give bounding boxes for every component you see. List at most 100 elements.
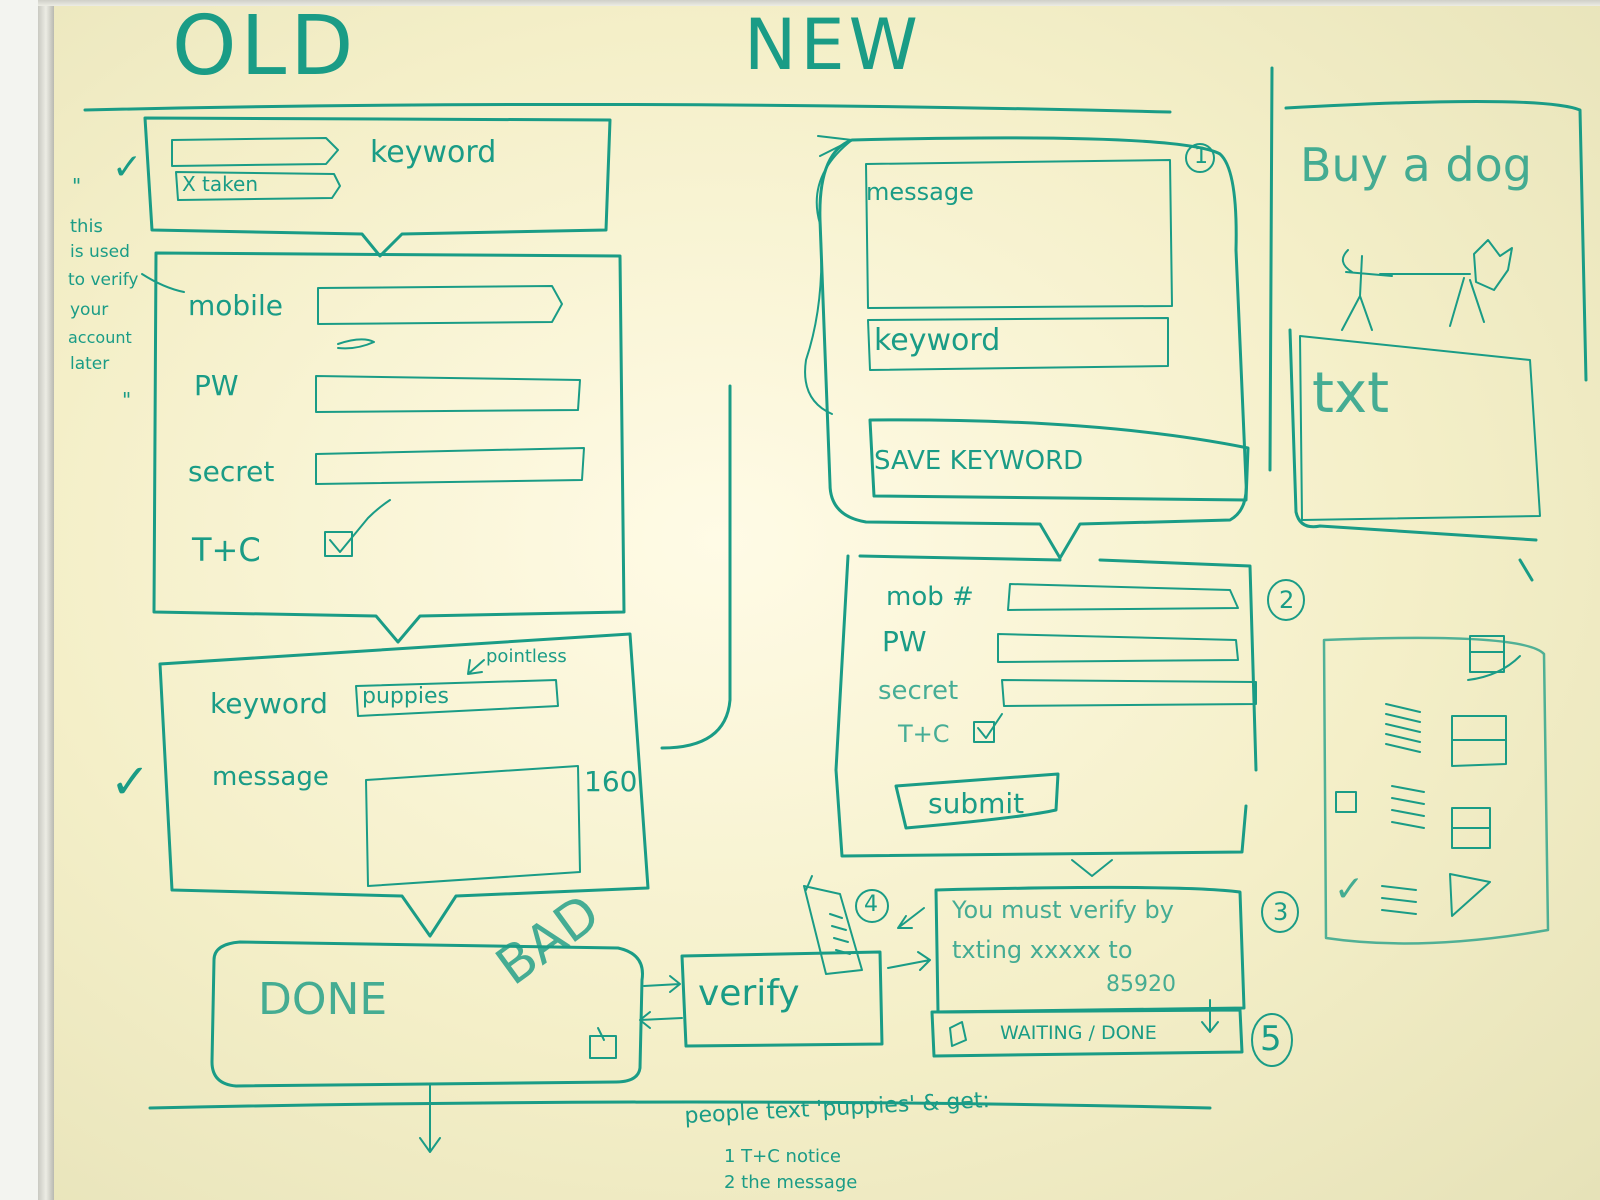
step-2-number: 2 — [1279, 586, 1295, 614]
save-keyword-button: SAVE KEYWORD — [874, 446, 1084, 476]
bad-icon — [589, 1027, 617, 1059]
dog-list-panel — [1322, 636, 1550, 945]
txt-box-label: txt — [1312, 361, 1390, 426]
verify-arrow-in — [643, 975, 681, 993]
txt-box — [1299, 335, 1541, 521]
tc2-label: T+C — [898, 720, 950, 748]
side-note-line-3: is used — [70, 242, 130, 262]
list-lock-icon — [1467, 655, 1521, 681]
keyword-field-box — [867, 317, 1169, 371]
list-thumb-2 — [1451, 715, 1507, 767]
tc-checkbox — [324, 531, 353, 557]
dog-panel-box — [1284, 99, 1588, 582]
list-text-2 — [1391, 785, 1425, 829]
mob-field — [1007, 583, 1239, 611]
done-label: DONE — [258, 974, 388, 1025]
save-keyword-button-box — [868, 418, 1250, 502]
tc-check — [329, 499, 391, 553]
header-divider — [83, 102, 1172, 114]
side-note-line-8: " — [122, 388, 132, 412]
new-step1-return-arrow — [804, 135, 853, 415]
message-field-text: message — [866, 178, 974, 206]
secret2-label: secret — [878, 676, 959, 706]
waiting-icon — [949, 999, 1219, 1047]
note-pointer — [141, 273, 185, 293]
side-note-line-6: account — [68, 328, 132, 347]
column-divider — [1268, 66, 1274, 472]
keyword-field-text: keyword — [874, 323, 1001, 358]
old-tick-message: ✓ — [110, 754, 151, 810]
mobile-squiggle — [337, 338, 375, 350]
mob-label: mob # — [886, 582, 974, 612]
list-camera-icon — [1335, 791, 1357, 813]
pw2-field — [997, 633, 1239, 663]
step-1-number: 1 — [1194, 144, 1208, 169]
list-thumb-3 — [1451, 807, 1491, 849]
step2-down-arrow — [1071, 859, 1113, 877]
list-thumb-4 — [1449, 873, 1491, 917]
waiting-bar — [930, 1008, 1244, 1058]
new-step3-box — [934, 885, 1246, 1014]
board-frame-left — [38, 0, 54, 1200]
mobile-label: mobile — [188, 289, 283, 322]
pointless-arrow — [467, 659, 485, 675]
message-label: message — [212, 762, 329, 792]
pw-label: PW — [194, 369, 239, 402]
keyword-value-field — [355, 679, 559, 717]
old-signup-box — [152, 251, 626, 644]
pointless-note: pointless — [486, 646, 567, 667]
verify-message-line-3: 85920 — [1106, 972, 1176, 997]
dog-drawing — [1379, 239, 1513, 327]
old-keyword-label: keyword — [370, 135, 497, 170]
old-keyword-box — [143, 116, 612, 258]
old-keyword-label-2: keyword — [210, 687, 328, 720]
side-note-line-1: " — [72, 174, 82, 198]
verify-label: verify — [698, 973, 800, 1014]
secret-field — [315, 447, 585, 485]
flow-down-arrow — [419, 1083, 441, 1153]
side-note-line-7: later — [70, 354, 110, 374]
old-done-box — [210, 940, 644, 1088]
list-thumb-1 — [1469, 635, 1505, 673]
footer-line-3: 2 the message — [724, 1172, 858, 1193]
dog-list-tick: ✓ — [1334, 869, 1365, 910]
side-note-line-5: your — [70, 300, 109, 320]
list-text-1 — [1385, 703, 1421, 753]
verify-box — [680, 950, 884, 1048]
footer-rule — [148, 1100, 1212, 1110]
board-frame-top — [38, 0, 1600, 6]
heading-old: OLD — [172, 0, 358, 94]
verify-message-line-1: You must verify by — [952, 896, 1174, 924]
to-step3-arrow — [897, 907, 925, 929]
dog-title: Buy a dog — [1300, 138, 1532, 192]
phone-icon — [803, 875, 863, 975]
mobile-field — [317, 285, 563, 325]
tc2-checkbox — [973, 713, 1003, 743]
wall — [0, 0, 38, 1200]
step4-circle — [855, 889, 889, 923]
step5-circle — [1251, 1013, 1293, 1067]
old-to-new-connector — [660, 384, 732, 750]
step-5-number: 5 — [1260, 1019, 1282, 1059]
submit-button: submit — [928, 787, 1025, 820]
pw2-label: PW — [882, 625, 927, 658]
step2-circle — [1267, 579, 1305, 621]
secret2-field — [1001, 679, 1257, 707]
old-keyword-field-b — [175, 171, 341, 201]
secret-label: secret — [188, 455, 275, 488]
old-keyword-field-a — [171, 137, 339, 167]
heading-new: NEW — [744, 4, 922, 86]
keyword-value: puppies — [362, 684, 449, 709]
verify-to-step3-arrow — [887, 951, 931, 971]
step1-circle — [1185, 143, 1215, 173]
footer-line-2: 1 T+C notice — [724, 1146, 841, 1167]
tc-label: T+C — [192, 531, 261, 569]
char-limit: 160 — [584, 765, 638, 798]
side-note-line-4: to verify — [68, 270, 139, 290]
old-tick-keyword: ✓ — [112, 147, 143, 188]
waiting-label: WAITING / DONE — [1000, 1022, 1157, 1044]
list-text-3 — [1381, 885, 1417, 915]
verify-arrow-out — [639, 1011, 683, 1029]
